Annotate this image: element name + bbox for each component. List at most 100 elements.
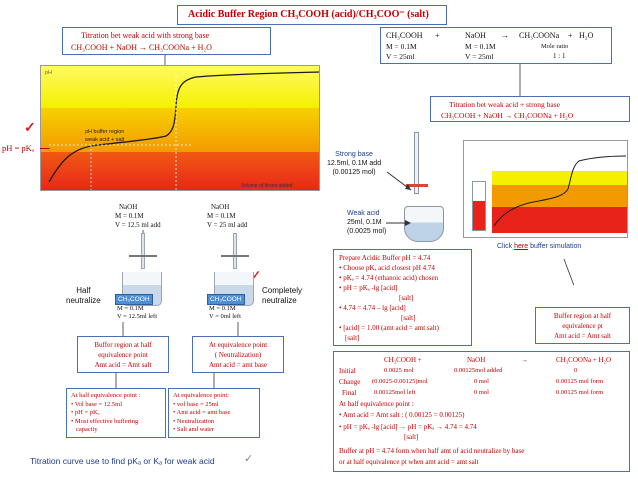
ice-half-l2: • pH = pKₐ -lg [acid] → pH = pKₐ → 4.74 … (339, 423, 477, 431)
ph-equals-pka-label: pH = pKₐ (2, 143, 35, 153)
ice-row1-salt: 0 (574, 367, 578, 374)
completely-neutralize-label: Completely neutralize (262, 286, 302, 306)
checkmark-icon: ✓ (24, 121, 36, 136)
chart-x-label: Volume of titrant added (241, 183, 293, 189)
prepare-l4-denominator: [salt] (401, 314, 416, 322)
naoh-left-molarity: M = 0.1M (115, 212, 144, 220)
half-detail-item-3: • Most effective buffering (71, 417, 139, 425)
equiv-point-l3: Amt acid = amt base (209, 361, 267, 369)
naoh-left-labels: NaOH M = 0.1M V = 12.5 ml add (115, 203, 161, 230)
ice-foot-l1: Buffer at pH = 4.74 form when half amt o… (339, 447, 525, 455)
beaker-left-volume: V = 12.5ml left (117, 313, 158, 320)
center-flask (404, 206, 444, 242)
ice-half-l2-denominator: [salt] (404, 433, 419, 441)
burette-left (141, 233, 145, 269)
titration-box-left: Titration bet weak acid with strong base… (62, 27, 271, 55)
buffer-equiv-right-l2: equivalence pt (562, 322, 603, 330)
naoh-right-molarity: M = 0.1M (207, 212, 236, 220)
prepare-l3-denominator: [salt] (399, 294, 414, 302)
center-stopcock (406, 184, 428, 187)
burette-right (233, 233, 237, 269)
half-neutralize-l1: Half (76, 286, 91, 295)
ice-row1-label: Initial (339, 367, 356, 375)
chart-y-label: pH (45, 70, 53, 76)
buffer-half-l1: Buffer region at half (94, 341, 152, 349)
ice-row3-label: Final (342, 389, 357, 397)
footer-caption: Titration curve use to find pKₐ or Kₐ fo… (30, 456, 215, 466)
ice-table-box: CH₃COOH + NaOH → CH₃COONa + H₂O Initial … (333, 351, 630, 472)
equiv-point-l2: ( Neutralization) (214, 351, 262, 359)
chart-band-middle (41, 108, 319, 152)
prepare-title: Prepare Acidic Buffer pH = 4.74 (339, 254, 431, 262)
weak-acid-title: Weak acid (347, 210, 380, 217)
ice-row3-base: 0 mol (474, 389, 489, 396)
ice-row2-label: Change (339, 378, 361, 386)
page-title: Acidic Buffer Region CH₃COOH (acid)/CH₃C… (188, 9, 429, 20)
eq-mole-ratio: 1 : 1 (553, 52, 566, 60)
simulation-link-row: Click here buffer simulation (497, 243, 581, 250)
ice-row1-base: 0.00125mol added (454, 367, 503, 374)
half-detail-item-2: • pH = pKₐ (71, 409, 100, 416)
weak-acid-labels: Weak acid 25ml, 0.1M (0.0025 mol) (347, 209, 386, 236)
eq-mole-ratio-label: Mole ratio (541, 43, 569, 50)
ice-row2-acid: (0.0025-0.00125)mol (372, 378, 428, 385)
prepare-l3: • pH = pKₐ -lg [acid] (339, 284, 398, 292)
eq-plus-2: + (568, 31, 573, 40)
eq-base-m: M = 0.1M (465, 42, 496, 51)
strong-base-labels: Strong base 12.5ml, 0.1M add (0.00125 mo… (327, 150, 381, 177)
header-title-box: Acidic Buffer Region CH₃COOH (acid)/CH₃C… (177, 5, 447, 25)
equiv-detail-item-4: • Salt and water (173, 426, 215, 433)
equation-box: CH₃COOH + NaOH → CH₃COONa + H₂O M = 0.1M… (380, 27, 612, 64)
buffer-half-equiv-box: Buffer region at half equivalence point … (77, 336, 169, 373)
ice-header-products: CH₃COONa + H₂O (556, 356, 612, 364)
naoh-left-title: NaOH (119, 203, 138, 211)
beaker-left-info: M = 0.1M V = 12.5ml left (117, 305, 157, 321)
half-point-detail-box: At half equivalence point : • Vol base =… (66, 388, 166, 438)
eq-acid-v: V = 25ml (386, 52, 415, 61)
strong-base-title: Strong base (335, 151, 373, 158)
completely-neutralize-l1: Completely (262, 286, 303, 295)
eq-plus-1: + (435, 31, 440, 40)
eq-base-v: V = 25ml (465, 52, 494, 61)
half-detail-item-4: capacity (76, 426, 98, 433)
chart-region-label-1: pH buffer region (85, 129, 125, 135)
prepare-buffer-box: Prepare Acidic Buffer pH = 4.74 • Choose… (333, 249, 472, 346)
equiv-detail-box: At equivalence point: • vol base = 25ml … (168, 388, 260, 438)
beaker-left-label: CH₃COOH (115, 294, 153, 305)
half-detail-title: At half equivalence point : (71, 392, 141, 399)
prepare-l2: • pKₐ = 4.74 (ethanoic acid) chosen (339, 274, 439, 282)
ice-row3-acid: 0.00125mol left (374, 389, 416, 396)
ph-pka-pointer-line (40, 148, 50, 149)
pencil-check-icon: ✓ (244, 453, 254, 465)
ice-row1-acid: 0.0025 mol (384, 367, 414, 374)
naoh-right-labels: NaOH M = 0.1M V = 25 ml add (207, 203, 247, 230)
naoh-left-volume: V = 12.5 ml add (115, 221, 161, 229)
titration-curve-line (48, 71, 319, 183)
beaker-right-volume: V = 0ml left (209, 313, 241, 320)
prepare-l1: • Choose pKₐ acid closest pH 4.74 (339, 264, 435, 272)
titration-right-line1: Titration bet weak acid + strong base (449, 100, 561, 109)
titration-box-right: Titration bet weak acid + strong base CH… (430, 96, 630, 122)
prepare-l5: • [acid] = 1.00 (amt acid = amt salt) (339, 324, 439, 332)
equiv-detail-title: At equivalence point: (173, 392, 229, 399)
simulation-link[interactable]: here (514, 243, 529, 250)
titration-right-line2: CH₃COOH + NaOH → CH₃COONa + H₂O (441, 111, 574, 120)
ice-row2-salt: 0.00125 mol form (556, 378, 604, 385)
half-neutralize-l2: neutralize (66, 296, 101, 305)
mini-cylinder (472, 181, 486, 231)
ice-half-l1: • Amt acid = Amt salt : ( 0.00125 = 0.00… (339, 411, 465, 419)
strong-base-arrow (386, 171, 412, 191)
simulation-link-prefix: Click (497, 243, 515, 250)
mini-curve (493, 155, 627, 227)
equiv-detail-item-3: • Neutralization (173, 417, 215, 425)
buffer-equiv-box-right: Buffer region at half equivalence pt Amt… (535, 307, 630, 344)
buffer-half-l3: Amt acid = Amt salt (94, 361, 152, 369)
half-neutralize-label: Half neutralize (66, 286, 101, 306)
burette-left-stand (129, 255, 157, 257)
titration-left-line1: Titration bet weak acid with strong base (81, 31, 210, 40)
eq-arrow: → (501, 31, 509, 40)
prepare-l4: • 4.74 = 4.74 – lg [acid] (339, 304, 406, 312)
beaker-right-molarity: M = 0.1M (209, 305, 236, 312)
titration-curve (48, 71, 319, 190)
buffer-equiv-right-l3: Amt acid = Amt salt (554, 332, 611, 340)
